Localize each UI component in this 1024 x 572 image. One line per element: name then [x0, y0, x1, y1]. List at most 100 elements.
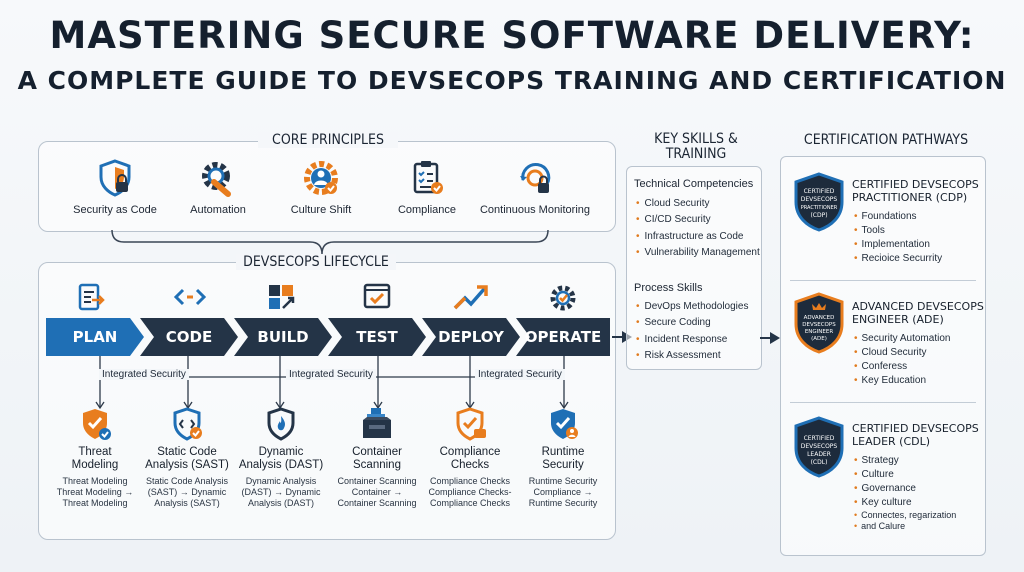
- integrated-security-label: Integrated Security: [286, 369, 376, 380]
- stage-code: CODE: [140, 318, 238, 356]
- stage-plan: PLAN: [46, 318, 144, 356]
- list-item: Culture: [854, 468, 956, 482]
- svg-text:LEADER: LEADER: [807, 451, 831, 458]
- principle-label: Culture Shift: [290, 204, 352, 216]
- principle-compliance: Compliance: [362, 158, 492, 216]
- gear-person-icon: [304, 161, 338, 195]
- list-item: and Calure: [854, 521, 956, 532]
- list-item: Key Education: [854, 374, 950, 388]
- cdl-badge-icon: CERTIFIED DEVSECOPS LEADER (CDL): [794, 416, 844, 478]
- gear-wrench-icon: [202, 162, 231, 197]
- list-item: Cloud Security: [854, 346, 950, 360]
- lifecycle-box: [38, 262, 616, 540]
- stage-label: CODE: [165, 328, 213, 346]
- list-item: CI/CD Security: [636, 212, 760, 228]
- code-brackets-icon: [173, 288, 207, 306]
- cert-cdl: CERTIFIED DEVSECOPS LEADER (CDL) CERTIFI…: [780, 408, 986, 548]
- lifecycle-heading: DEVSECOPS LIFECYCLE: [236, 254, 396, 270]
- svg-text:(CDP): (CDP): [810, 212, 827, 219]
- principle-culture-shift: Culture Shift: [256, 158, 386, 216]
- stage-deploy: DEPLOY: [422, 318, 520, 356]
- list-item: Recioice Securrity: [854, 252, 943, 266]
- principle-security-as-code: Security as Code: [50, 158, 180, 216]
- trend-arrow-icon: [453, 285, 488, 310]
- monitor-lock-icon: [520, 162, 551, 193]
- list-item: Vulnerability Management: [636, 245, 760, 261]
- sast-shield-icon: [173, 407, 202, 441]
- stage-build: BUILD: [234, 318, 332, 356]
- cert-divider: [790, 280, 976, 281]
- skills-to-certs-arrow: [760, 332, 780, 344]
- svg-text:DEVSECOPS: DEVSECOPS: [801, 443, 838, 450]
- core-principles-heading: CORE PRINCIPLES: [258, 132, 398, 148]
- container-box-icon: [363, 408, 391, 438]
- cert-points: Strategy Culture Governance Key culture …: [854, 454, 956, 532]
- svg-text:(CDL): (CDL): [811, 459, 828, 466]
- svg-text:DEVSECOPS: DEVSECOPS: [802, 322, 836, 328]
- threat-shield-icon: [83, 409, 111, 440]
- principle-label: Compliance: [397, 204, 457, 216]
- list-item: Strategy: [854, 454, 956, 468]
- list-item: Secure Coding: [636, 315, 748, 331]
- test-window-check-icon: [363, 283, 391, 309]
- shield-lock-icon: [99, 159, 131, 197]
- stage-label: PLAN: [72, 328, 118, 346]
- list-item: Conferess: [854, 360, 950, 374]
- runtime-shield-person-icon: [551, 409, 578, 439]
- svg-text:ENGINEER: ENGINEER: [805, 329, 834, 335]
- cert-ade: ADVANCED DEVSECOPS ENGINEER (ADE) ADVANC…: [780, 286, 986, 398]
- cert-cdp: CERTIFIED DEVSECOPS PRACTITIONER (CDP) C…: [780, 166, 986, 278]
- build-blocks-icon: [269, 285, 295, 309]
- stage-operate: OPERATE: [516, 318, 610, 356]
- ade-badge-icon: ADVANCED DEVSECOPS ENGINEER (ADE): [794, 292, 844, 354]
- certs-heading: CERTIFICATION PATHWAYS: [803, 132, 969, 148]
- list-item: Connectes, regarization: [854, 510, 956, 521]
- svg-text:CERTIFIED: CERTIFIED: [804, 188, 835, 195]
- svg-text:(ADE): (ADE): [811, 336, 827, 342]
- stage-label: TEST: [356, 328, 398, 346]
- integrated-security-label: Integrated Security: [475, 369, 565, 380]
- cert-divider: [790, 402, 976, 403]
- list-item: Incident Response: [636, 332, 748, 348]
- principle-automation: Automation: [153, 158, 283, 216]
- dast-shield-flame-icon: [267, 407, 295, 441]
- list-item: Risk Assessment: [636, 348, 748, 364]
- principle-label: Security as Code: [73, 204, 157, 216]
- process-heading: Process Skills: [634, 282, 703, 294]
- list-item: Cloud Security: [636, 196, 760, 212]
- process-list: DevOps Methodologies Secure Coding Incid…: [636, 299, 749, 364]
- stage-test: TEST: [328, 318, 426, 356]
- subtitle: A COMPLETE GUIDE TO DEVSECOPS TRAINING A…: [17, 66, 1007, 95]
- list-item: Key culture: [854, 496, 956, 510]
- list-item: Governance: [854, 482, 956, 496]
- svg-text:ADVANCED: ADVANCED: [804, 315, 835, 321]
- svg-text:PRACTITIONER: PRACTITIONER: [801, 205, 838, 211]
- principle-label: Automation: [190, 204, 246, 216]
- svg-text:CERTIFIED: CERTIFIED: [804, 435, 835, 442]
- technical-list: Cloud Security CI/CD Security Infrastruc…: [636, 196, 760, 261]
- operate-gear-icon: [550, 285, 576, 311]
- list-item: Infrastructure as Code: [636, 229, 760, 245]
- stage-label: DEPLOY: [438, 328, 504, 346]
- technical-heading: Technical Competencies: [634, 178, 754, 190]
- cdp-badge-icon: CERTIFIED DEVSECOPS PRACTITIONER (CDP): [794, 172, 844, 232]
- principle-continuous-monitoring: Continuous Monitoring: [470, 158, 600, 216]
- principle-label: Continuous Monitoring: [479, 204, 591, 216]
- cert-points: Foundations Tools Implementation Recioic…: [854, 210, 943, 266]
- core-to-lifecycle-brace: [111, 230, 549, 264]
